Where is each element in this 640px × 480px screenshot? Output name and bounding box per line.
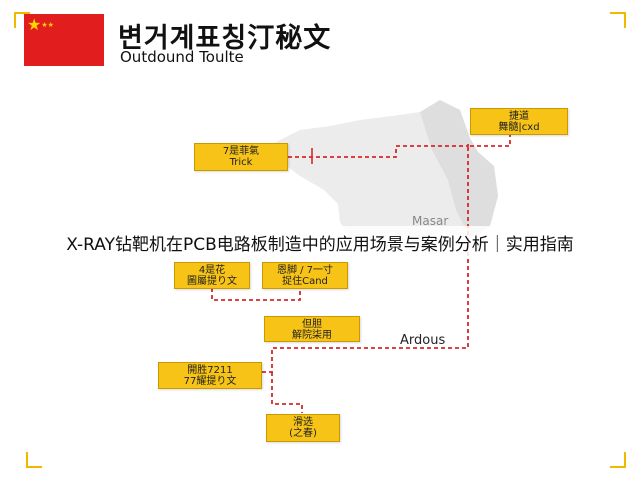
route-trick-to-map <box>288 142 469 158</box>
box-bottom: 滑选(之春) <box>266 414 340 442</box>
route-branch-bottom <box>271 372 303 413</box>
page-title: 변거계표칭汀秘文 <box>118 23 332 54</box>
box-mid-left: 4是花圖屬提り文 <box>174 262 250 289</box>
overlay-banner: X-RAY钻靶机在PCB电路板制造中的应用场景与案例分析｜实用指南 <box>0 226 640 259</box>
label-ardous: Ardous <box>400 333 446 348</box>
map-shadow <box>420 100 498 238</box>
corner-top-left <box>14 12 30 28</box>
corner-bottom-left <box>26 452 42 468</box>
box-top-right: 捷道舞髓|cxd <box>470 108 568 135</box>
label-masar: Masar <box>412 214 449 228</box>
box-center: 但胆解院柒用 <box>264 316 360 342</box>
page-subtitle: Outdound Toulte <box>120 48 244 66</box>
route-branch-mid <box>211 288 301 301</box>
corner-bottom-right <box>610 452 626 468</box>
box-mid-center: 恩脚 / 7一寸捉住Cand <box>262 262 348 289</box>
china-flag: ★★★ <box>24 14 104 66</box>
star-icon: ★★★ <box>27 15 54 34</box>
corner-top-right <box>610 12 626 28</box>
